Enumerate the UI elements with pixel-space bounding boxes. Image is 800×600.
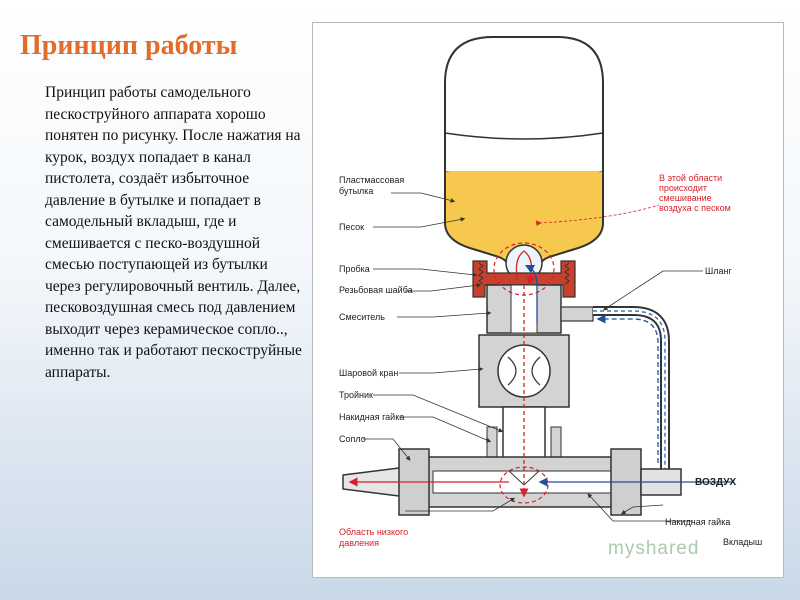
label-air: ВОЗДУХ: [695, 477, 736, 488]
label-mix-area-line1: В этой области: [659, 173, 722, 183]
label-mixer: Смеситель: [339, 312, 385, 322]
sandblaster-diagram: Пластмассовая бутылка Песок Пробка Резьб…: [312, 22, 784, 578]
label-mix-area-line2: происходит: [659, 183, 707, 193]
label-hose: Шланг: [705, 266, 732, 276]
ball-valve: [478, 334, 570, 408]
label-mix-area-line4: воздуха с песком: [659, 203, 731, 213]
slide-body-text: Принцип работы самодельного пескоструйно…: [45, 84, 302, 381]
watermark-logo: myshared: [608, 538, 700, 559]
label-mix-area-line3: смешивание: [659, 193, 712, 203]
diagram-svg: Пластмассовая бутылка Песок Пробка Резьб…: [339, 36, 762, 548]
label-nozzle: Сопло: [339, 434, 366, 444]
label-cork: Пробка: [339, 264, 370, 274]
label-tee: Тройник: [339, 390, 373, 400]
air-flow-arrows: [524, 264, 733, 487]
label-nut-top: Накидная гайка: [339, 412, 404, 422]
label-insert: Вкладыш: [723, 537, 762, 547]
label-ball-valve: Шаровой кран: [339, 368, 398, 378]
low-pressure-highlight: [499, 466, 549, 504]
hose-connector: [560, 306, 594, 322]
label-bottle-line2: бутылка: [339, 186, 373, 196]
label-low-pressure-line1: Область низкого: [339, 527, 408, 537]
label-bottle-line1: Пластмассовая: [339, 175, 404, 185]
label-low-pressure-line2: давления: [339, 538, 379, 548]
air-hose: [593, 306, 670, 469]
label-sand: Песок: [339, 222, 364, 232]
threaded-washer: [472, 260, 576, 298]
label-washer: Резьбовая шайба: [339, 285, 413, 295]
label-nut-bottom: Накидная гайка: [665, 517, 730, 527]
slide-title: Принцип работы: [20, 30, 238, 61]
mix-area-highlight: [493, 242, 555, 296]
